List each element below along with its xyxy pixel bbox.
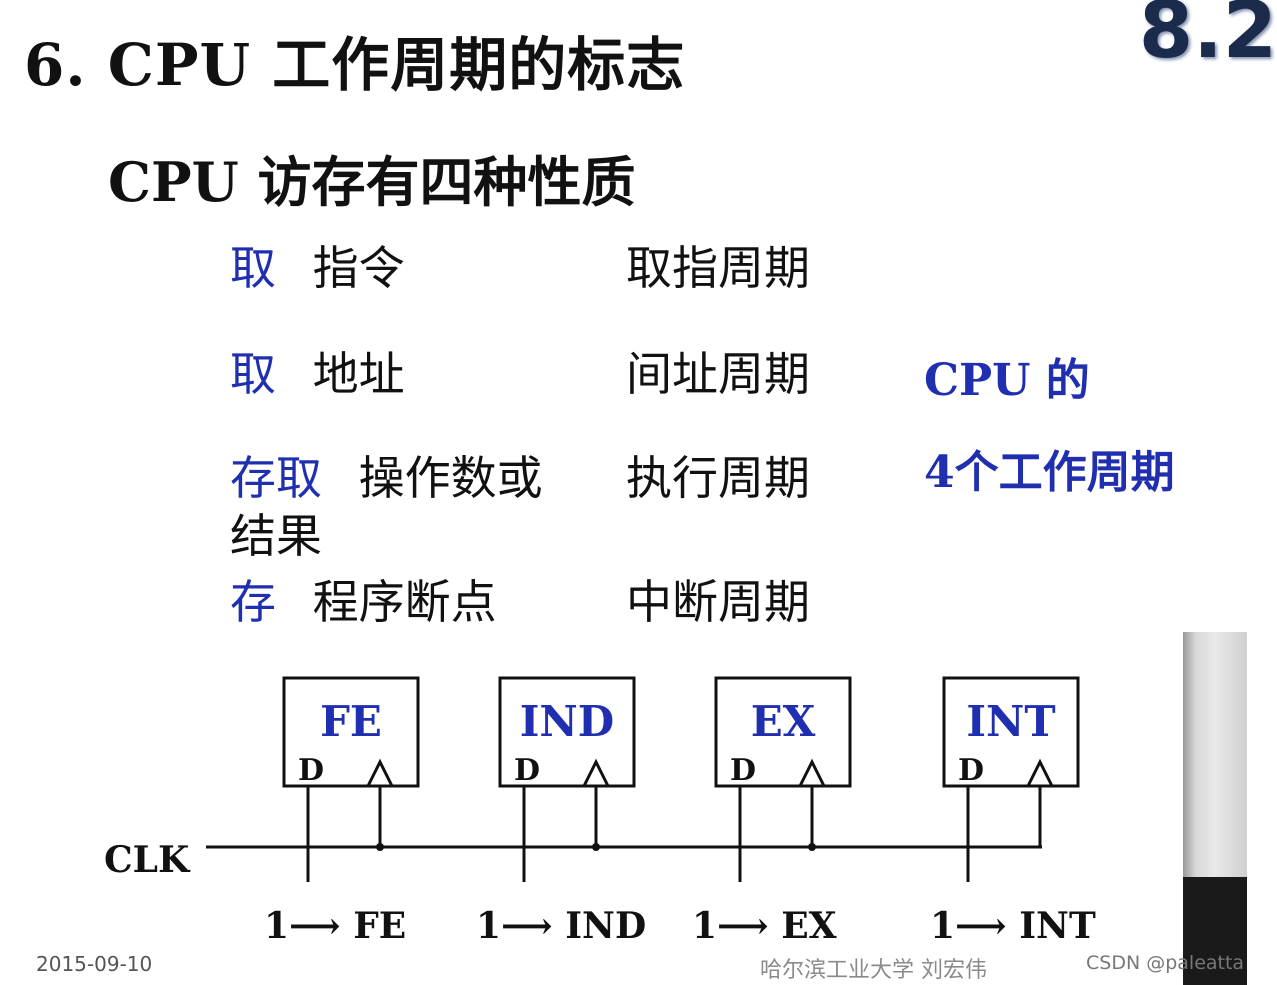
flipflop-d-label: D (730, 753, 756, 788)
flipflop-d-label: D (958, 753, 984, 788)
clock-input-triangle (798, 758, 826, 787)
footer-watermark: CSDN @paleatta (1086, 952, 1245, 974)
footer-university: 哈尔滨工业大学 刘宏伟 (760, 958, 987, 983)
video-thumbnail (1183, 632, 1247, 985)
video-thumbnail-dark (1183, 877, 1247, 985)
access-row-1: 取 指令 (230, 232, 405, 298)
footer-date: 2015-09-10 (36, 952, 153, 976)
access-prefix: 存 (230, 575, 276, 629)
set-label: 1⟶ EX (692, 905, 837, 947)
access-object: 操作数或 (358, 451, 543, 505)
access-row-4: 存 程序断点 (230, 566, 497, 632)
access-object-line2: 结果 (230, 509, 322, 563)
flipflop-d-label: D (298, 753, 324, 788)
flipflop-name: EX (751, 697, 816, 746)
clock-input-triangle (1026, 758, 1054, 787)
set-label: 1⟶ INT (930, 905, 1096, 947)
slide-subtitle: CPU 访存有四种性质 (108, 150, 636, 214)
flipflop-box-fe (282, 676, 420, 788)
flipflop-d-label: D (514, 753, 540, 788)
access-cycle-1: 取指周期 (626, 241, 810, 295)
flipflop-box-ind (498, 676, 636, 788)
flipflop-name: FE (320, 697, 382, 746)
access-object: 地址 (312, 347, 405, 401)
access-prefix: 存取 (230, 451, 322, 505)
side-note-line2: 4个工作周期 (924, 447, 1175, 498)
side-note: CPU 的 4个工作周期 (924, 344, 1175, 500)
access-cycle-3: 执行周期 (626, 451, 810, 505)
access-prefix: 取 (230, 347, 276, 401)
access-row-3: 存取 操作数或 (230, 442, 543, 508)
clock-input-triangle (582, 758, 610, 787)
access-object: 指令 (312, 241, 405, 295)
side-note-line1: CPU 的 (924, 355, 1090, 406)
flipflop-diagram: FE D 1⟶ FE IND D 1⟶ IND EX D 1⟶ EX INT D 1⟶ INT CLK (104, 676, 1096, 947)
set-label: 1⟶ IND (476, 905, 646, 947)
flipflop-box-ex (714, 676, 852, 788)
access-object: 程序断点 (312, 575, 497, 629)
access-row-2: 取 地址 (230, 338, 405, 404)
flipflop-box-int (942, 676, 1080, 788)
clock-input-triangle (366, 758, 394, 787)
flipflop-group: FE D 1⟶ FE IND D 1⟶ IND EX D 1⟶ EX INT D 1⟶ INT (264, 676, 1096, 947)
flipflop-name: IND (520, 697, 614, 746)
access-cycle-2: 间址周期 (626, 347, 810, 401)
slide-title: 6. CPU 工作周期的标志 (24, 31, 686, 99)
access-prefix: 取 (230, 241, 276, 295)
section-number: 8.2 (1138, 0, 1277, 76)
clk-label: CLK (104, 839, 191, 881)
access-cycle-4: 中断周期 (626, 575, 810, 629)
flipflop-name: INT (966, 697, 1055, 746)
set-label: 1⟶ FE (264, 905, 406, 947)
